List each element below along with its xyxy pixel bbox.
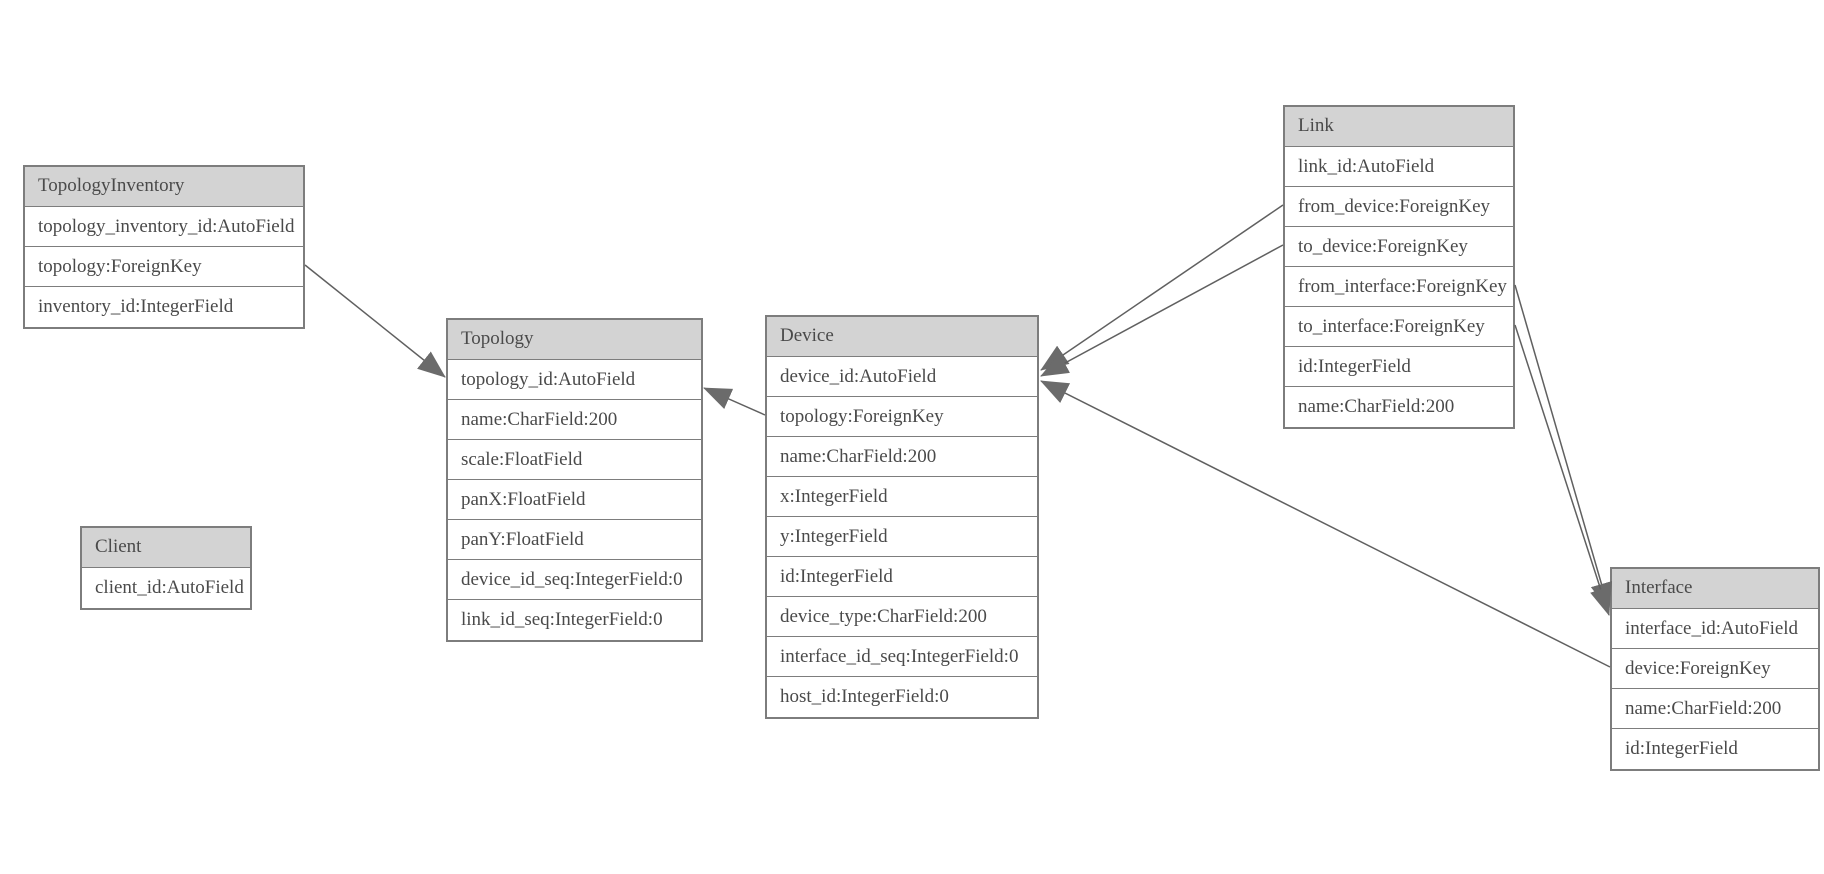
entity-table-client: Client client_id:AutoField — [80, 526, 252, 610]
field-row: host_id:IntegerField:0 — [767, 677, 1037, 717]
field-row: id:IntegerField — [767, 557, 1037, 597]
entity-table-link: Link link_id:AutoField from_device:Forei… — [1283, 105, 1515, 429]
connector-link-to-device-to-device — [1040, 244, 1284, 377]
field-row: device_type:CharField:200 — [767, 597, 1037, 637]
field-row: link_id:AutoField — [1285, 147, 1513, 187]
entity-table-topologyinventory: TopologyInventory topology_inventory_id:… — [23, 165, 305, 329]
connector-topologyinventory-topology-to-topology — [304, 264, 446, 378]
field-row: device:ForeignKey — [1612, 649, 1818, 689]
table-header-topology: Topology — [448, 320, 701, 360]
field-row: id:IntegerField — [1612, 729, 1818, 769]
field-row: panY:FloatField — [448, 520, 701, 560]
field-row: id:IntegerField — [1285, 347, 1513, 387]
field-row: topology_id:AutoField — [448, 360, 701, 400]
field-row: name:CharField:200 — [767, 437, 1037, 477]
table-header-topologyinventory: TopologyInventory — [25, 167, 303, 207]
field-row: panX:FloatField — [448, 480, 701, 520]
entity-table-device: Device device_id:AutoField topology:Fore… — [765, 315, 1039, 719]
table-header-link: Link — [1285, 107, 1513, 147]
field-row: device_id:AutoField — [767, 357, 1037, 397]
field-row: from_device:ForeignKey — [1285, 187, 1513, 227]
field-row: interface_id_seq:IntegerField:0 — [767, 637, 1037, 677]
field-row: client_id:AutoField — [82, 568, 250, 608]
field-row: link_id_seq:IntegerField:0 — [448, 600, 701, 640]
field-row: x:IntegerField — [767, 477, 1037, 517]
entity-table-interface: Interface interface_id:AutoField device:… — [1610, 567, 1820, 771]
field-row: scale:FloatField — [448, 440, 701, 480]
field-row: device_id_seq:IntegerField:0 — [448, 560, 701, 600]
field-row: name:CharField:200 — [1612, 689, 1818, 729]
connector-device-topology-to-topology — [703, 387, 766, 416]
field-row: name:CharField:200 — [1285, 387, 1513, 427]
field-row: inventory_id:IntegerField — [25, 287, 303, 327]
table-header-device: Device — [767, 317, 1037, 357]
field-row: topology:ForeignKey — [767, 397, 1037, 437]
table-header-client: Client — [82, 528, 250, 568]
field-row: topology:ForeignKey — [25, 247, 303, 287]
connector-link-from-interface-to-interface — [1514, 284, 1613, 611]
field-row: y:IntegerField — [767, 517, 1037, 557]
connector-link-to-interface-to-interface — [1514, 324, 1612, 616]
field-row: from_interface:ForeignKey — [1285, 267, 1513, 307]
field-row: to_interface:ForeignKey — [1285, 307, 1513, 347]
field-row: to_device:ForeignKey — [1285, 227, 1513, 267]
field-row: interface_id:AutoField — [1612, 609, 1818, 649]
table-header-interface: Interface — [1612, 569, 1818, 609]
field-row: topology_inventory_id:AutoField — [25, 207, 303, 247]
connector-link-from-device-to-device — [1040, 204, 1284, 371]
field-row: name:CharField:200 — [448, 400, 701, 440]
entity-table-topology: Topology topology_id:AutoField name:Char… — [446, 318, 703, 642]
